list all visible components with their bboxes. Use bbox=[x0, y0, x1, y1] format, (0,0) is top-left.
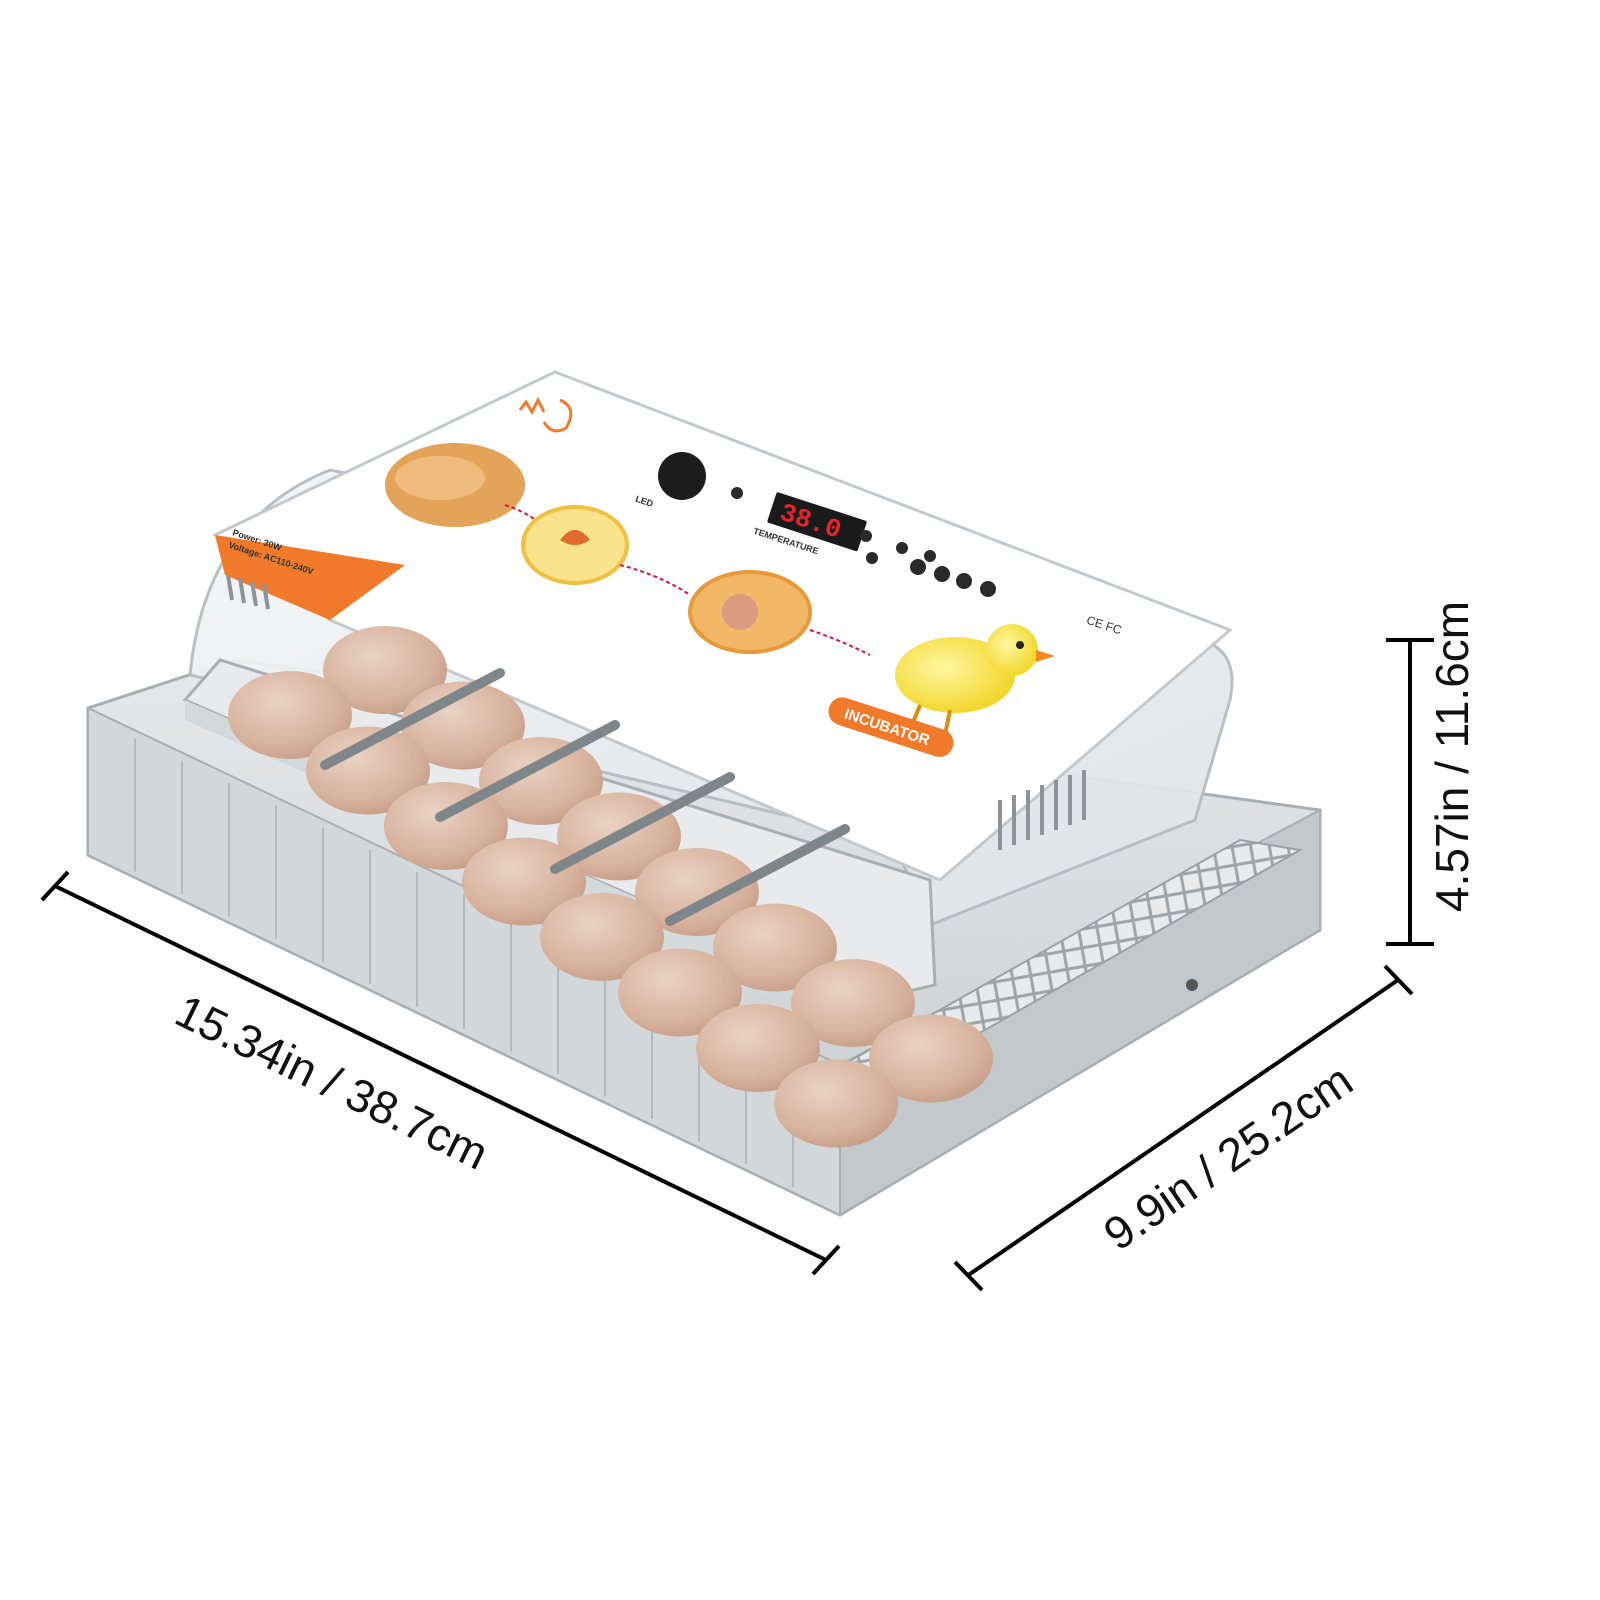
egg bbox=[774, 1059, 898, 1148]
egg bbox=[791, 959, 915, 1047]
control-panel: Power: 30W Voltage: AC110-240V bbox=[212, 370, 1233, 882]
tray-divider bbox=[665, 824, 850, 926]
egg bbox=[479, 737, 603, 825]
indicator-dot bbox=[924, 550, 936, 562]
lifecycle-illustration bbox=[385, 443, 1055, 742]
dimension-height bbox=[1386, 638, 1434, 946]
tray-divider bbox=[435, 720, 620, 822]
down-button[interactable] bbox=[956, 573, 972, 589]
indicator-dot bbox=[896, 542, 908, 554]
display-indicator-bottom bbox=[866, 552, 878, 564]
tray-divider bbox=[320, 668, 505, 770]
egg-tray[interactable] bbox=[182, 626, 993, 1148]
up-button[interactable] bbox=[934, 566, 950, 582]
egg bbox=[618, 948, 742, 1037]
egg bbox=[323, 626, 447, 714]
set-button[interactable] bbox=[910, 559, 926, 575]
egg bbox=[462, 837, 586, 926]
egg bbox=[869, 1014, 993, 1103]
tray-divider bbox=[550, 772, 735, 874]
side-port bbox=[1186, 979, 1198, 991]
dimension-length bbox=[40, 870, 841, 1276]
egg bbox=[696, 1004, 820, 1092]
spec-label-badge bbox=[215, 535, 405, 620]
height-label: 4.57in / 11.6cm bbox=[1426, 601, 1478, 912]
width-label: 9.9in / 25.2cm bbox=[1094, 1054, 1362, 1261]
dimension-width bbox=[953, 964, 1414, 1292]
display-indicator-top bbox=[860, 530, 872, 542]
led-button[interactable] bbox=[658, 452, 706, 500]
vent-slots-left bbox=[226, 574, 270, 610]
egg bbox=[540, 893, 664, 981]
egg bbox=[635, 848, 759, 936]
power-button[interactable] bbox=[731, 487, 743, 499]
egg bbox=[384, 782, 508, 870]
vent-slots-right bbox=[998, 770, 1086, 850]
ok-button[interactable] bbox=[980, 581, 996, 597]
egg bbox=[306, 726, 430, 815]
brand-logo bbox=[518, 396, 573, 433]
egg bbox=[228, 671, 352, 759]
egg bbox=[713, 903, 837, 992]
